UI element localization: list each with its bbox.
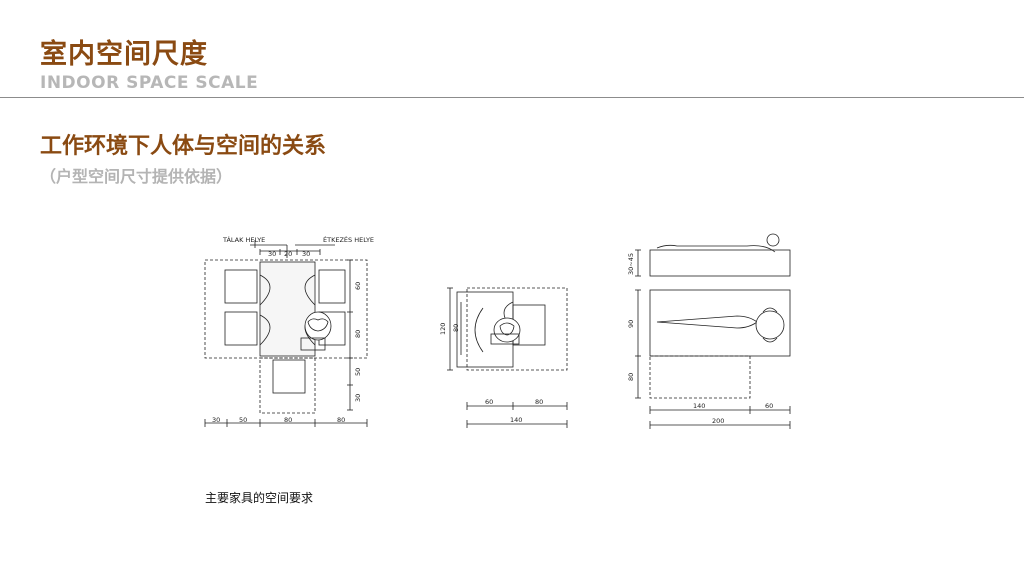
lying-person-plan-head (755, 310, 785, 340)
header-divider (0, 97, 1024, 98)
chair-bottom (272, 359, 306, 394)
dim-label: 120 (439, 323, 447, 335)
dim-label: 200 (712, 417, 724, 425)
dim-label: 140 (510, 416, 522, 424)
diagram-svg: TÁLAK HELYE ÉTKEZÉS HELYE 30 20 30 60 80… (204, 233, 791, 429)
dim-label: 80 (284, 416, 292, 424)
desk-person-head (493, 317, 521, 343)
page-title: 室内空间尺度 (40, 39, 208, 70)
dim-label: 20 (284, 250, 292, 258)
section-subtitle: （户型空间尺寸提供依据） (40, 167, 233, 186)
desk-dashed-zone (466, 287, 568, 371)
dining-label-right: ÉTKEZÉS HELYE (323, 235, 374, 244)
dim-label: 140 (693, 402, 705, 410)
dim-label: 80 (337, 416, 345, 424)
chair-left-bottom (224, 311, 258, 346)
dining-label-left: TÁLAK HELYE (222, 235, 265, 244)
dim-label: 60 (485, 398, 493, 406)
lying-person-arms (762, 307, 778, 343)
dim-label: 50 (354, 368, 362, 376)
lying-person-elevation (656, 244, 776, 253)
dim-label: 30 (354, 394, 362, 402)
lying-person-plan (656, 315, 758, 329)
dim-label: 60 (354, 282, 362, 290)
swing-arc (259, 314, 271, 346)
dim-label: 50 (239, 416, 247, 424)
dim-label: 80 (535, 398, 543, 406)
diagram-caption: 主要家具的空间要求 (205, 491, 314, 505)
person-head-shoulders (304, 311, 332, 341)
chair-right-top (318, 269, 346, 304)
chair-left-top (224, 269, 258, 304)
lying-person-head (766, 233, 780, 247)
section-title: 工作环境下人体与空间的关系 (40, 134, 327, 159)
dim-label: 90 (627, 320, 635, 328)
bed-dashed-zone (649, 355, 751, 399)
page-subtitle-english: INDOOR SPACE SCALE (40, 73, 259, 93)
dim-label: 30 (302, 250, 310, 258)
desk-person-arms (490, 333, 520, 345)
swing-arc (259, 274, 271, 306)
dim-label: 60 (765, 402, 773, 410)
desk-plan (447, 287, 568, 428)
dim-label: 30~45 (627, 253, 635, 275)
dim-label: 30 (268, 250, 276, 258)
desk-person-figure (499, 322, 515, 336)
dim-label: 80 (354, 330, 362, 338)
dim-label: 80 (627, 373, 635, 381)
dining-dashed-extension (259, 357, 316, 414)
person-figure (307, 318, 329, 332)
dim-label: 30 (212, 416, 220, 424)
bed-plan (635, 233, 791, 429)
bed-elevation (649, 249, 791, 277)
dining-plan (204, 240, 368, 427)
swing-arc (304, 274, 316, 306)
person-arms (300, 337, 326, 351)
swing-arc (474, 307, 484, 353)
dim-label: 80 (452, 324, 460, 332)
furniture-space-diagram: TÁLAK HELYE ÉTKEZÉS HELYE 30 20 30 60 80… (195, 230, 810, 430)
dining-table (259, 261, 316, 357)
